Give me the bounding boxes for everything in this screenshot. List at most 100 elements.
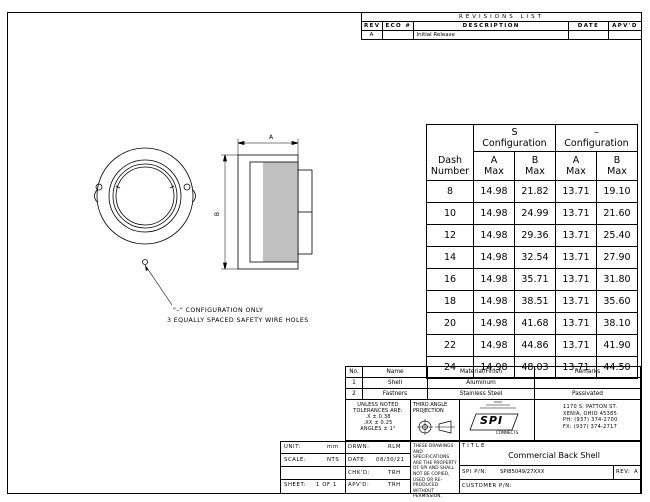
s-b-max-header: B Max [514, 151, 556, 181]
chkd-label: CHK'D: [348, 470, 371, 476]
dimension-cell: 44.86 [514, 333, 556, 357]
dash-number-cell: 22 [426, 333, 474, 357]
notice-line: THESE DRAWINGS [413, 444, 454, 449]
dimension-cell: 13.71 [555, 179, 597, 203]
drwn-label: DRWN: [348, 444, 370, 450]
dimension-cell: 41.90 [596, 333, 638, 357]
date-value: 08/30/21 [376, 457, 405, 463]
notice-line: USED OR RE- [413, 477, 443, 483]
dimension-cell: 25.40 [596, 223, 638, 247]
part-material: Aluminum [427, 377, 535, 389]
dimension-cell: 35.71 [514, 267, 556, 291]
dash-number-cell: 16 [426, 267, 474, 291]
projection-box: THIRD ANGLE PROJECTION [410, 399, 460, 441]
leader-arrow [145, 265, 149, 271]
dimension-cell: 14.98 [473, 245, 515, 269]
divider [345, 466, 411, 467]
dimension-cell: 29.36 [514, 223, 556, 247]
dash-a-max-header: A Max [555, 151, 597, 181]
tolerance-line: .XX ± 0.25 [363, 420, 393, 426]
notice-line: OF SPI AND SHALL [413, 466, 455, 472]
notice-line: NOT BE COPIED, [413, 471, 450, 477]
dash-number-cell: 8 [426, 179, 474, 203]
tolerance-line: TOLERANCES ARE: [353, 408, 403, 414]
tolerance-line: ANGLES ± 1° [360, 426, 396, 432]
dash-number-header: Dash Number [426, 151, 474, 181]
date-label: DATE: [348, 457, 367, 463]
divider [345, 453, 411, 454]
divider [280, 453, 346, 454]
tolerance-line: UNLESS NOTED [357, 402, 399, 408]
dimension-cell: 14.98 [473, 223, 515, 247]
dimension-cell: 41.68 [514, 311, 556, 335]
address-line: PH: (937) 374-2700 [563, 417, 618, 423]
spi-pn-value: SPI85049/27XXX [500, 469, 545, 475]
s-a-max-header: A Max [473, 151, 515, 181]
address-line: XENIA, OHIO 45385 [563, 410, 618, 417]
notice-line: AND SPECIFICATIONS [413, 449, 450, 461]
notice-line: PERMISSION. [413, 494, 443, 500]
dimension-a-label: A [269, 134, 274, 141]
dimension-cell: 27.90 [596, 245, 638, 269]
note-line-1: "–" CONFIGURATION ONLY [173, 307, 263, 314]
parts-header-material: Material/Finish [427, 366, 535, 378]
unit-value: mm [327, 444, 339, 450]
spi-logo-icon [469, 401, 519, 431]
dimension-cell: 14.98 [473, 289, 515, 313]
spi-pn-label: SPI P/N: [462, 469, 488, 475]
projection-line: PROJECTION [413, 408, 444, 414]
dimension-cell: 13.71 [555, 311, 597, 335]
title-label: TITLE [462, 443, 487, 449]
dimension-cell: 13.71 [555, 223, 597, 247]
revision-row: A Initial Release [360, 30, 641, 40]
dash-configuration-header: – Configuration [555, 124, 638, 152]
dimension-cell: 14.98 [473, 179, 515, 203]
customer-pn-label: CUSTOMER P/N: [462, 483, 513, 489]
apvd-value: TRH [388, 482, 401, 488]
unit-scale-box [280, 441, 346, 494]
dimension-cell: 14.98 [473, 201, 515, 225]
dimension-cell: 35.60 [596, 289, 638, 313]
parts-table: No. Name Material/Finish Remarks 1 Shell… [345, 366, 641, 400]
part-remarks [534, 377, 641, 389]
tolerance-line: .X ± 0.38 [365, 414, 391, 420]
rev-label: REV: [616, 469, 631, 475]
address-line: FX: (937) 374-2717 [563, 423, 618, 430]
knurl-lines [263, 162, 297, 262]
parts-header-remarks: Remarks [534, 366, 641, 378]
front-view [94, 147, 196, 265]
scale-label: SCALE: [284, 457, 307, 463]
third-angle-projection-icon [417, 419, 455, 435]
dimension-cell: 38.51 [514, 289, 556, 313]
dimension-cell: 21.60 [596, 201, 638, 225]
address-line: 1170 S. PATTON ST. [563, 404, 618, 410]
part-name: Fastners [362, 388, 428, 400]
part-remarks: Passivated [534, 388, 641, 400]
date-cell [568, 30, 609, 40]
dimension-b-label: B [214, 212, 221, 216]
dash-number-cell: 10 [426, 201, 474, 225]
dash-b-max-header: B Max [596, 151, 638, 181]
dimension-cell: 24.99 [514, 201, 556, 225]
parts-header-no: No. [345, 366, 363, 378]
divider [345, 479, 411, 480]
revision-table: REVISIONS LIST REV ECO # DESCRIPTION DAT… [360, 13, 641, 40]
part-name: Shell [362, 377, 428, 389]
dash-number-cell: 20 [426, 311, 474, 335]
logo-subtext: CONNECTS [496, 430, 519, 435]
proprietary-notice: THESE DRAWINGS AND SPECIFICATIONS ARE TH… [410, 441, 460, 499]
dimension-cell: 38.10 [596, 311, 638, 335]
unit-label: UNIT: [284, 444, 301, 450]
dimension-cell: 31.80 [596, 267, 638, 291]
dimension-cell: 14.98 [473, 267, 515, 291]
logo-text: SPI [480, 414, 504, 427]
